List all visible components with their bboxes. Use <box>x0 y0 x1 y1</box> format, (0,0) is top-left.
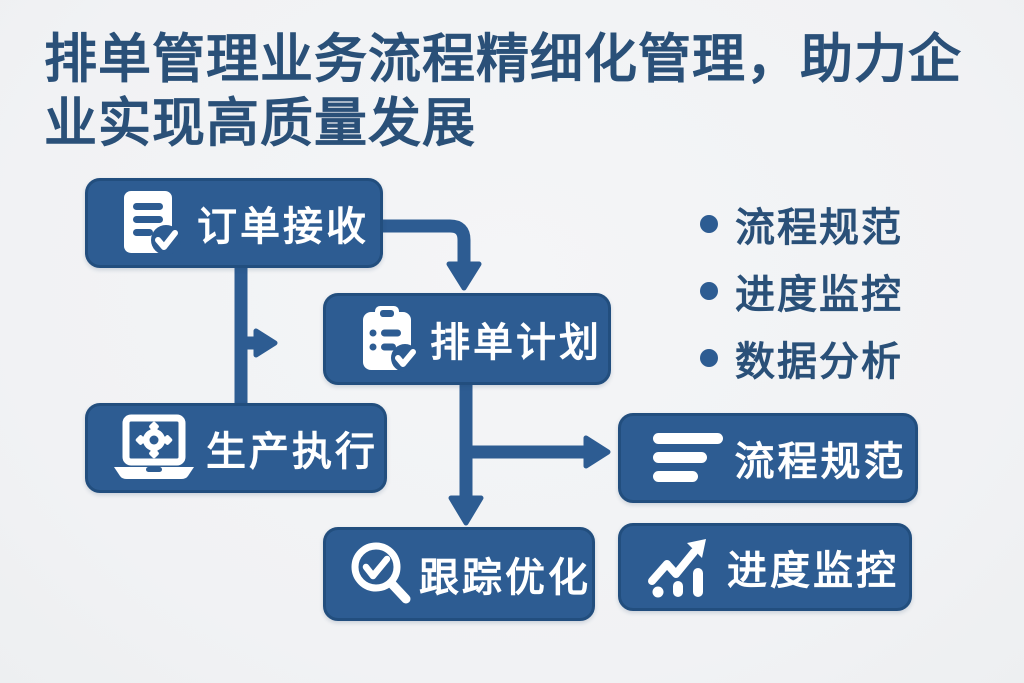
bullet-label: 进度监控 <box>735 272 903 318</box>
bullet-item-data-analysis: 数据分析 <box>700 335 903 385</box>
flow-node-label: 生产执行 <box>206 429 378 475</box>
magnifier-check-icon <box>346 538 418 610</box>
flow-node-label: 订单接收 <box>197 204 369 250</box>
arrowhead-down-into-tracking <box>448 495 484 526</box>
page-title-line-2: 业实现高质量发展 <box>44 92 476 154</box>
flow-node-label: 排单计划 <box>430 320 602 366</box>
page-title-line-1: 排单管理业务流程精细化管理，助力企 <box>44 29 962 90</box>
page-title: 排单管理业务流程精细化管理，助力企 业实现高质量发展 <box>44 28 994 155</box>
arrowhead-down-into-plan <box>446 261 482 291</box>
list-lines-icon <box>650 427 726 489</box>
flow-node-process-standard: 流程规范 <box>618 413 918 503</box>
feature-bullet-list: 流程规范 进度监控 数据分析 <box>700 201 903 402</box>
arrowhead-right-into-standard <box>583 435 611 469</box>
connector-order-to-plan <box>383 219 471 263</box>
bullet-item-progress-monitor: 进度监控 <box>700 268 903 318</box>
bullet-label: 流程规范 <box>735 205 903 251</box>
arrowhead-right-stub <box>253 328 278 358</box>
flow-node-tracking-optimize: 跟踪优化 <box>323 527 595 621</box>
clipboard-check-icon <box>350 302 424 376</box>
bullet-dot-icon <box>700 282 718 300</box>
bullet-label: 数据分析 <box>735 339 903 385</box>
flow-node-label: 流程规范 <box>734 439 907 485</box>
document-check-icon <box>110 187 186 259</box>
flow-node-production-execute: 生产执行 <box>85 403 387 493</box>
bullet-item-process-standard: 流程规范 <box>700 201 903 251</box>
trend-up-icon <box>645 533 717 601</box>
flow-node-label: 进度监控 <box>727 548 899 594</box>
flow-node-order-intake: 订单接收 <box>85 178 383 268</box>
flow-node-schedule-plan: 排单计划 <box>323 293 611 385</box>
flow-node-label: 跟踪优化 <box>419 555 591 601</box>
flow-node-progress-monitor: 进度监控 <box>618 523 912 611</box>
laptop-gear-icon <box>108 413 200 483</box>
bullet-dot-icon <box>700 349 718 367</box>
bullet-dot-icon <box>700 215 718 233</box>
